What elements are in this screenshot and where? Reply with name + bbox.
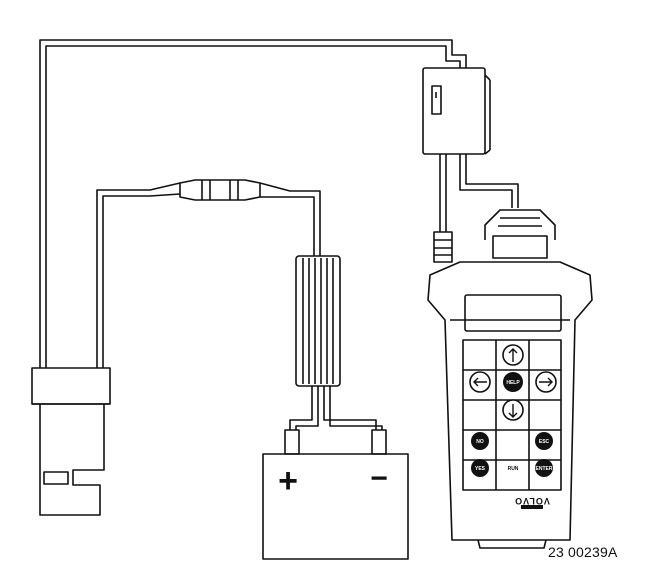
tester-model-plate [521, 505, 543, 509]
esc-key: ESC [535, 432, 553, 450]
arrow-right-icon [539, 377, 553, 387]
cable-bundle [295, 255, 341, 387]
battery [262, 429, 409, 560]
arrow-down-icon [508, 404, 518, 418]
tester-display [464, 294, 562, 332]
adapter-cables [439, 154, 519, 232]
help-key: HELP [503, 372, 523, 392]
arrow-up-icon [508, 348, 518, 362]
arrow-left-icon [473, 377, 487, 387]
handheld-tester [427, 261, 593, 549]
inline-fuse [179, 179, 261, 201]
tester-top-connector [433, 209, 556, 263]
enter-key-label: ENTER [536, 466, 553, 472]
arrow-up-key [502, 344, 524, 366]
arrow-left-key [469, 371, 491, 393]
diagnostic-connector [31, 367, 111, 516]
fuse-cable-right [259, 182, 321, 256]
help-key-label: HELP [506, 380, 520, 386]
esc-key-label: ESC [539, 439, 550, 445]
tester-brand: VOLVO [514, 496, 550, 506]
fuse-cable-left [96, 182, 181, 368]
run-key: RUN [508, 466, 519, 472]
arrow-down-key [502, 399, 524, 421]
figure-reference: 23 00239A [548, 544, 618, 560]
run-key-label: RUN [508, 466, 519, 472]
top-cable [39, 39, 467, 368]
enter-key: ENTER [535, 459, 553, 477]
yes-key: YES [471, 459, 489, 477]
battery-cables [289, 386, 383, 430]
adapter-box [422, 67, 491, 155]
yes-key-label: YES [475, 466, 486, 472]
battery-positive-symbol: + [278, 462, 298, 500]
no-key: NO [471, 432, 489, 450]
no-key-label: NO [476, 439, 484, 445]
battery-negative-symbol: − [370, 462, 388, 495]
arrow-right-key [535, 371, 557, 393]
